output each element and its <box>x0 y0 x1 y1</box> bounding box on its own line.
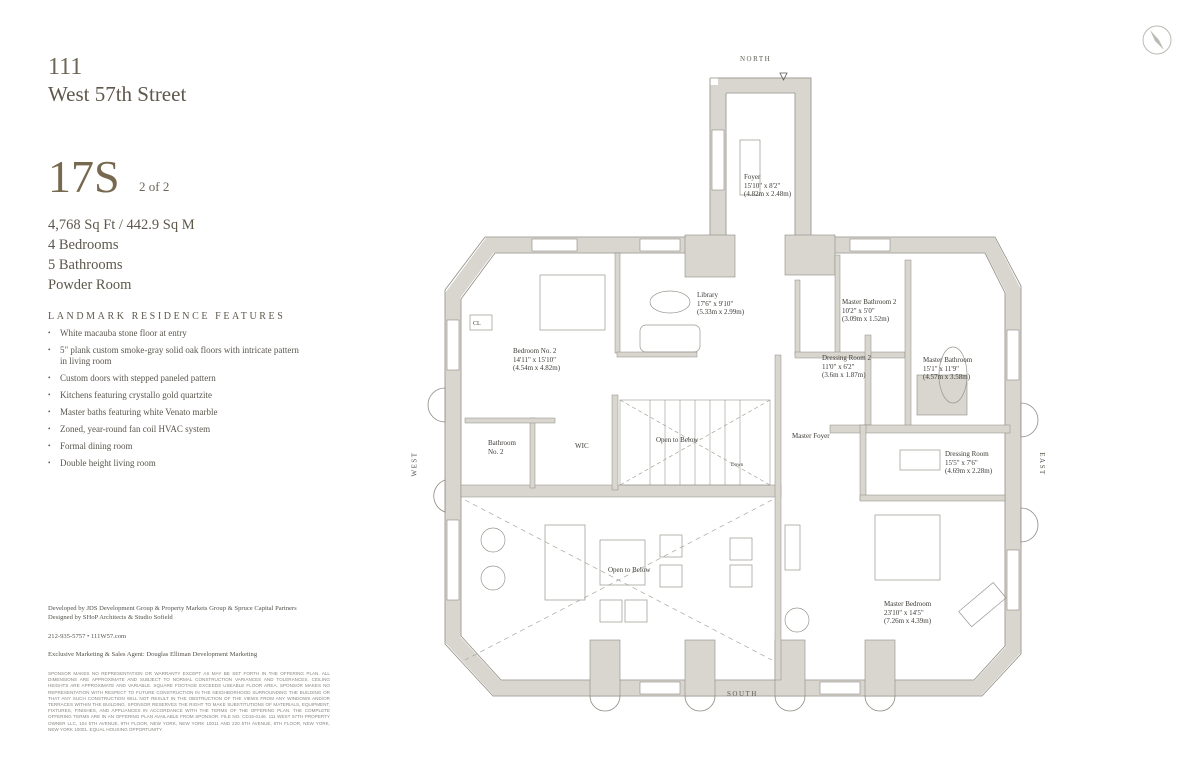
room-master-foyer: Master Foyer <box>792 432 830 440</box>
page-indicator: 2 of 2 <box>139 179 170 194</box>
contact: 212-935-5757 • 111W57.com <box>48 633 127 640</box>
room-name: Library <box>697 291 718 299</box>
furniture <box>469 139 1007 633</box>
room-dims: 17'6" x 9'10" <box>697 299 734 308</box>
living-open-to-below: Open to Below <box>608 566 651 574</box>
open-to-below-living <box>464 499 773 661</box>
room-dims-metric: (7.26m x 4.39m) <box>884 617 932 625</box>
room-name: Master Bedroom <box>884 600 932 608</box>
features-list: White macauba stone floor at entry 5" pl… <box>48 328 308 475</box>
bedrooms: 4 Bedrooms <box>48 237 119 253</box>
room-dims: 10'2" x 5'0" <box>842 306 875 315</box>
direction-west: WEST <box>410 451 419 477</box>
features-heading: LANDMARK RESIDENCE FEATURES <box>48 311 286 322</box>
room-library: Library 17'6" x 9'10" (5.33m x 2.99m) <box>697 291 744 317</box>
room-dressing-room: Dressing Room 15'5" x 7'6" (4.69m x 2.28… <box>945 450 992 476</box>
room-dims-metric: (3.09m x 1.52m) <box>842 315 890 323</box>
developers: Developed by JDS Development Group & Pro… <box>48 605 297 612</box>
room-dims: 23'10" x 14'5" <box>884 608 924 617</box>
feature-item: White macauba stone floor at entry <box>48 328 308 339</box>
unit-number: 17S <box>48 151 120 202</box>
room-name: Foyer <box>744 173 761 181</box>
room-dims-metric: (4.54m x 4.82m) <box>513 364 561 372</box>
feature-item: Formal dining room <box>48 441 308 452</box>
room-dims-metric: (5.33m x 2.99m) <box>697 308 745 316</box>
feature-item: Master baths featuring white Venato marb… <box>48 407 308 418</box>
disclaimer: SPONSOR MAKES NO REPRESENTATION OR WARRA… <box>48 671 330 732</box>
designers: Designed by SHoP Architects & Studio Sof… <box>48 614 173 621</box>
room-dims: 15'10" x 8'2" <box>744 181 781 190</box>
room-master-bathroom-2: Master Bathroom 2 10'2" x 5'0" (3.09m x … <box>842 298 896 324</box>
agent: Exclusive Marketing & Sales Agent: Dougl… <box>48 651 258 658</box>
direction-north: NORTH <box>740 55 772 63</box>
windows <box>446 129 1020 695</box>
room-dims: 15'1" x 11'9" <box>923 364 959 373</box>
room-master-bedroom: Master Bedroom 23'10" x 14'5" (7.26m x 4… <box>884 600 931 626</box>
feature-item: 5" plank custom smoke-gray solid oak flo… <box>48 345 308 367</box>
feature-item: Kitchens featuring crystallo gold quartz… <box>48 390 308 401</box>
compass-icon <box>1142 25 1172 55</box>
bathrooms: 5 Bathrooms <box>48 257 123 273</box>
building-number: 111 <box>48 54 83 80</box>
powder-room: Powder Room <box>48 277 132 293</box>
room-name: Bedroom No. 2 <box>513 347 557 355</box>
building-street: West 57th Street <box>48 82 187 106</box>
room-dims-metric: (3.6m x 1.87m) <box>822 371 866 379</box>
bay-columns <box>427 387 1039 712</box>
room-wic: WIC <box>575 442 589 450</box>
room-name: Master Bathroom 2 <box>842 298 897 306</box>
direction-south: SOUTH <box>727 690 758 698</box>
room-dims: 11'0" x 6'2" <box>822 362 855 371</box>
area: 4,768 Sq Ft / 442.9 Sq M <box>48 217 195 233</box>
room-bathroom-2: Bathroom No. 2 <box>488 439 516 456</box>
room-name: Dressing Room 2 <box>822 354 871 362</box>
room-dims: 14'11" x 15'10" <box>513 355 556 364</box>
stair-down: Down <box>731 463 744 468</box>
feature-item: Double height living room <box>48 458 308 469</box>
staircase <box>619 399 771 486</box>
entry-arrow-icon <box>779 72 788 81</box>
room-name: Master Bathroom <box>923 356 973 364</box>
room-dims-metric: (4.82m x 2.48m) <box>744 190 792 198</box>
direction-east: EAST <box>1037 452 1046 476</box>
room-bedroom-2: Bedroom No. 2 14'11" x 15'10" (4.54m x 4… <box>513 347 560 373</box>
room-name: Dressing Room <box>945 450 989 458</box>
feature-item: Zoned, year-round fan coil HVAC system <box>48 424 308 435</box>
room-dims-metric: (4.57m x 3.58m) <box>923 373 971 381</box>
room-dims-metric: (4.69m x 2.28m) <box>945 467 993 475</box>
room-master-bathroom: Master Bathroom 15'1" x 11'9" (4.57m x 3… <box>923 356 972 382</box>
feature-item: Custom doors with stepped paneled patter… <box>48 373 308 384</box>
room-dressing-room-2: Dressing Room 2 11'0" x 6'2" (3.6m x 1.8… <box>822 354 871 380</box>
unit-stats: 4,768 Sq Ft / 442.9 Sq M 4 Bedrooms 5 Ba… <box>48 215 195 295</box>
room-foyer: Foyer 15'10" x 8'2" (4.82m x 2.48m) <box>744 173 791 199</box>
room-dims: 15'5" x 7'6" <box>945 458 978 467</box>
stair-open-to-below: Open to Below <box>656 436 699 444</box>
room-closet: CL <box>473 321 481 327</box>
